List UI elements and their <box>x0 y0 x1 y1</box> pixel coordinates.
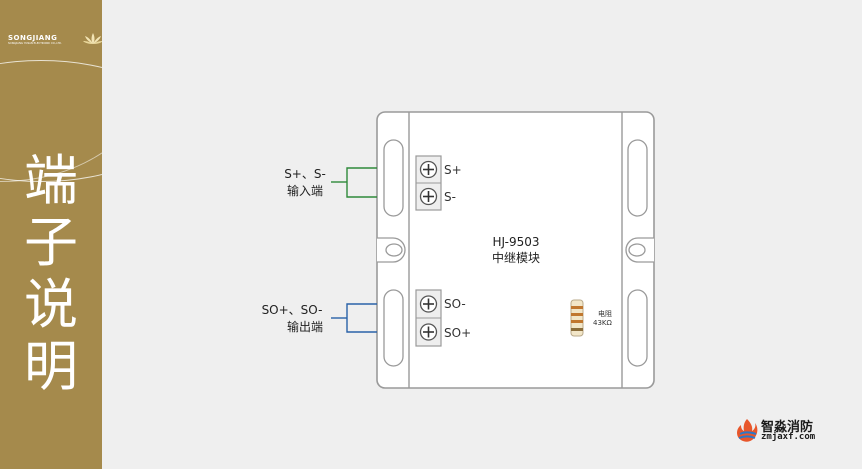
brand-name: 智淼消防 <box>761 420 814 435</box>
mounting-hole <box>385 243 403 257</box>
brand-logo-icon <box>737 419 758 442</box>
brand-url: zmjaxf.com <box>761 432 816 442</box>
input-wire <box>346 167 377 198</box>
terminal-label-s-minus: S- <box>444 190 456 204</box>
mounting-slot <box>627 289 648 367</box>
screw-icon <box>419 323 438 341</box>
title-char: 明 <box>24 335 78 398</box>
lotus-icon <box>83 33 102 44</box>
resistor-label-line2: 43KΩ <box>593 319 612 327</box>
section-title: 端 子 说 明 <box>4 150 98 398</box>
mounting-slot <box>383 289 404 367</box>
input-label-line2: 输入端 <box>287 183 323 198</box>
company-logo: SONGJIANG SONGJIANG YUNAN ELECTRONIC CO.… <box>8 33 102 50</box>
device-model: HJ-9503 <box>492 235 539 249</box>
sidebar: SONGJIANG SONGJIANG YUNAN ELECTRONIC CO.… <box>0 0 102 469</box>
screw-icon <box>419 295 438 313</box>
terminal-label-so-plus: SO+ <box>444 326 471 340</box>
terminal-label-s-plus: S+ <box>444 163 462 177</box>
mounting-hole <box>628 243 646 257</box>
module-housing <box>376 111 655 389</box>
mounting-slot <box>383 139 404 217</box>
title-char: 子 <box>24 211 78 274</box>
output-wire <box>346 303 377 333</box>
device-name: 中继模块 <box>492 250 540 265</box>
output-label-line1: SO+、SO- <box>262 303 323 317</box>
output-label-line2: 输出端 <box>287 319 323 334</box>
title-char: 端 <box>24 149 78 212</box>
screw-icon <box>419 187 438 206</box>
input-label-line1: S+、S- <box>284 167 326 181</box>
resistor-icon <box>570 299 584 337</box>
wiring-diagram: S+ S- SO- SO+ HJ-9503 中继模块 电阻 43KΩ S+、S-… <box>262 111 655 389</box>
decorative-arc <box>0 60 102 182</box>
screw-icon <box>419 160 438 179</box>
terminal-label-so-minus: SO- <box>444 297 466 311</box>
title-char: 说 <box>24 273 78 336</box>
resistor-label-line1: 电阻 <box>598 309 612 318</box>
logo-text: SONGJIANG <box>8 34 58 42</box>
logo-subtext: SONGJIANG YUNAN ELECTRONIC CO.,LTD. <box>8 42 62 45</box>
brand-watermark: 智淼消防 zmjaxf.com <box>735 416 855 456</box>
mounting-slot <box>627 139 648 217</box>
